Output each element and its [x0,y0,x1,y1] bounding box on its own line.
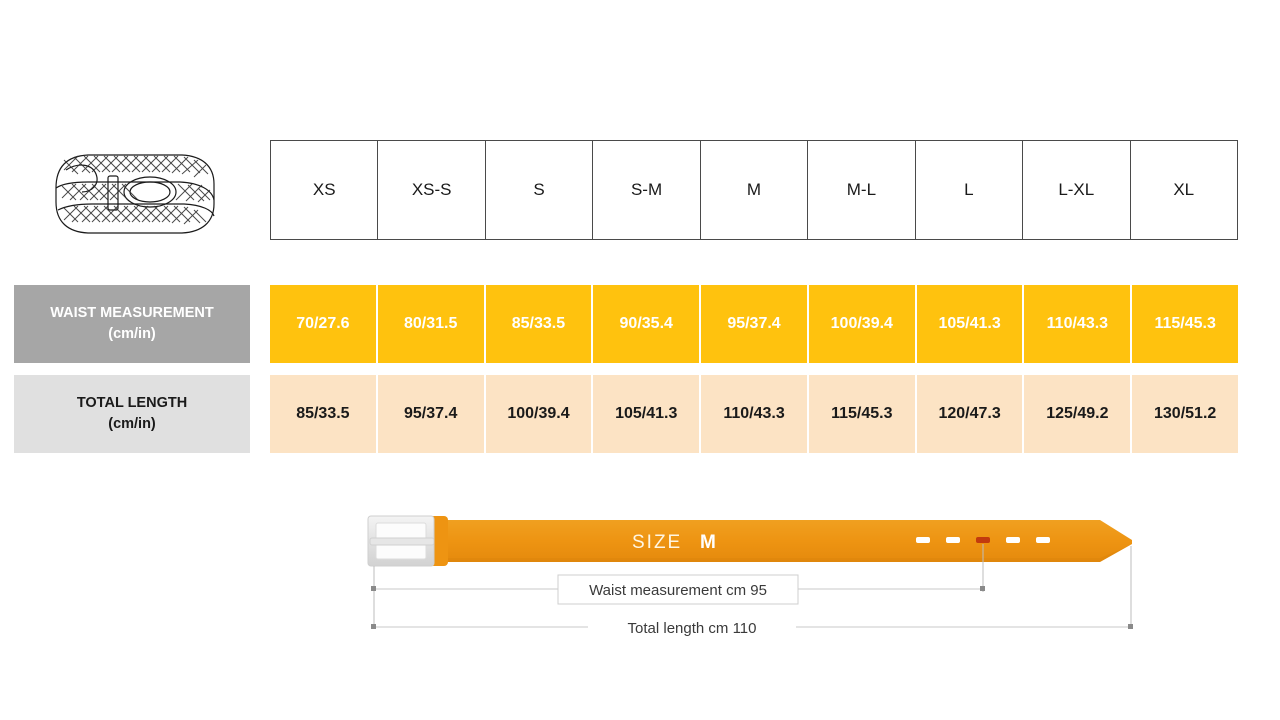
row-label-waist-title: WAIST MEASUREMENT [50,304,214,321]
belt-holes [916,537,1050,543]
measurement-cell: 70/27.6 [270,285,376,363]
size-header-cell: M-L [807,140,916,240]
measurement-cell: 80/31.5 [377,285,484,363]
row-label-waist-unit: (cm/in) [108,326,156,342]
waist-caption-text: Waist measurement cm 95 [589,582,767,599]
belt-hole-5 [1036,537,1050,543]
measurement-cell: 115/45.3 [1132,285,1239,363]
waist-caption: Waist measurement cm 95 [557,574,799,605]
size-header-cell: S [484,140,594,240]
measurement-cell: 95/37.4 [377,375,484,453]
measurement-cell: 110/43.3 [701,375,807,453]
row-label-total-length: TOTAL LENGTH (cm/in) [14,375,250,453]
measurement-cell: 90/35.4 [593,285,700,363]
size-header-cell: M [699,140,809,240]
measurement-cell: 115/45.3 [808,375,915,453]
belt-hole-2 [946,537,960,543]
row-label-length-unit: (cm/in) [108,416,156,432]
belt-size-value: M [700,532,716,553]
belt-size-prefix: SIZE [632,532,682,553]
dimension-extension-lines [373,544,1132,628]
measurement-cell: 130/51.2 [1132,375,1239,453]
measurement-cell: 110/43.3 [1024,285,1131,363]
measurement-cell: 100/39.4 [485,375,592,453]
measurement-cell: 125/49.2 [1024,375,1131,453]
size-header-cell: XS [270,140,379,240]
measurement-cell: 100/39.4 [808,285,915,363]
row-label-length-title: TOTAL LENGTH [76,394,188,411]
length-caption: Total length cm 110 [588,614,796,640]
belt-buckle [367,515,435,567]
size-header-cell: XL [1129,140,1238,240]
row-label-waist-measurement: WAIST MEASUREMENT (cm/in) [14,285,250,363]
measurement-cell: 105/41.3 [916,285,1023,363]
length-caption-text: Total length cm 110 [628,620,757,637]
measurement-cell: 85/33.5 [485,285,592,363]
belt-hole-3-active [976,537,990,543]
measurement-cell: 85/33.5 [270,375,376,453]
size-header-cell: S-M [592,140,701,240]
belt-dimension-diagram: SIZE M Waist measurement cm 95 [360,500,1170,650]
measurement-cell: 95/37.4 [701,285,807,363]
braided-belt-illustration [48,140,228,245]
braided-belt-icon [55,154,215,234]
measurement-cell: 105/41.3 [593,375,700,453]
belt-hole-4 [1006,537,1020,543]
belt-hole-1 [916,537,930,543]
size-header-cell: L-XL [1022,140,1131,240]
size-header-cell: XS-S [377,140,486,240]
size-header-cell: L [914,140,1024,240]
measurement-cell: 120/47.3 [916,375,1023,453]
belt-strap [428,520,1132,562]
